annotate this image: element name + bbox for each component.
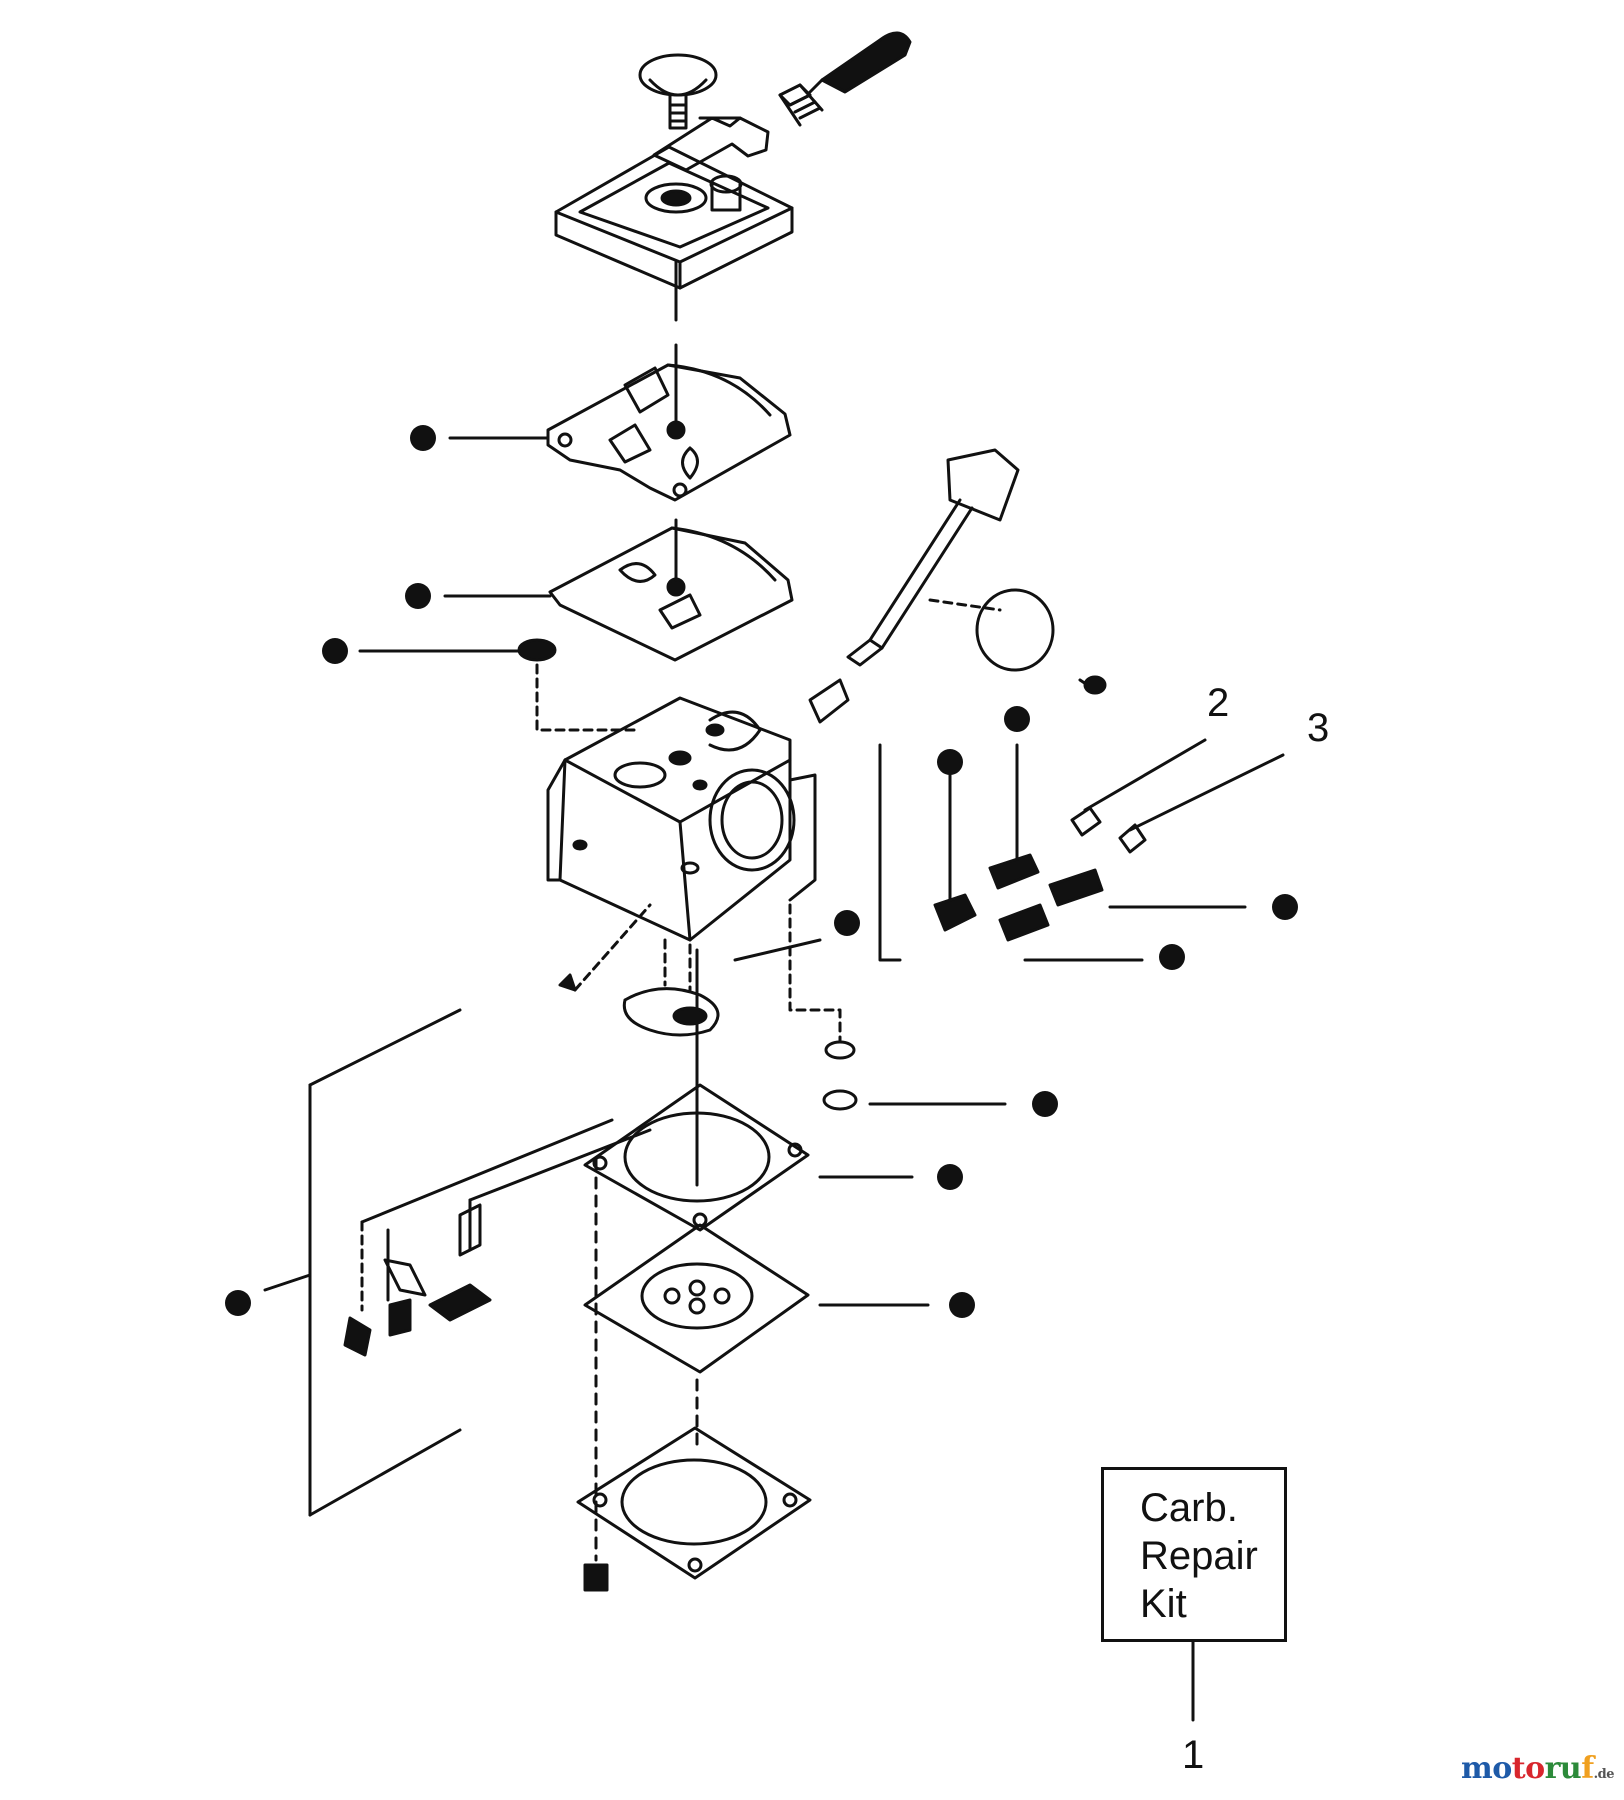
- callout-label-2: 2: [1207, 681, 1230, 725]
- callout-dot: [1159, 944, 1185, 970]
- adjuster-needles: [878, 738, 1285, 962]
- callout-dot: [1032, 1091, 1058, 1117]
- callout-dot: [937, 749, 963, 775]
- bottom-cover: [576, 1158, 812, 1592]
- callout-dot: [1004, 706, 1030, 732]
- carburetor-body: [546, 696, 817, 942]
- watermark-letter: m: [1460, 1751, 1493, 1786]
- callout-dot: [405, 583, 431, 609]
- upper-gasket: [448, 343, 792, 502]
- pump-diaphragm: [443, 518, 794, 662]
- inlet-needle-group: [263, 1008, 652, 1517]
- callout-dot: [937, 1164, 963, 1190]
- check-valve: [788, 903, 1007, 1111]
- kit-box-line-3: Kit: [1140, 1582, 1187, 1626]
- kit-box-line-2: Repair: [1140, 1534, 1258, 1578]
- watermark-brand: motoruf: [1461, 1751, 1594, 1786]
- plug-washer: [358, 638, 642, 732]
- callout-label-1: 1: [1182, 1733, 1205, 1777]
- watermark-letter: o: [1492, 1751, 1512, 1786]
- callout-dot: [225, 1290, 251, 1316]
- watermark-letter: t: [1511, 1751, 1526, 1786]
- watermark-letter: o: [1525, 1751, 1545, 1786]
- callout-dots: [225, 425, 1298, 1318]
- callout-dot: [322, 638, 348, 664]
- lower-gasket-1: [583, 948, 914, 1232]
- motoruf-watermark: motoruf.de: [1461, 1751, 1615, 1786]
- watermark-letter: r: [1544, 1751, 1561, 1786]
- choke-shaft-assembly: [808, 448, 1107, 724]
- callout-dot: [410, 425, 436, 451]
- callout-dot: [1272, 894, 1298, 920]
- callout-dot: [949, 1292, 975, 1318]
- watermark-letter: f: [1581, 1751, 1594, 1786]
- carb-repair-kit-box: Carb. Repair Kit: [1101, 1467, 1287, 1642]
- watermark-letter: u: [1559, 1751, 1582, 1786]
- top-cover-assembly: [554, 31, 912, 322]
- callout-dot: [834, 910, 860, 936]
- metering-diaphragm: [583, 1223, 930, 1374]
- kit-box-line-1: Carb.: [1140, 1486, 1238, 1530]
- watermark-suffix: .de: [1593, 1767, 1615, 1782]
- callout-label-3: 3: [1307, 706, 1330, 750]
